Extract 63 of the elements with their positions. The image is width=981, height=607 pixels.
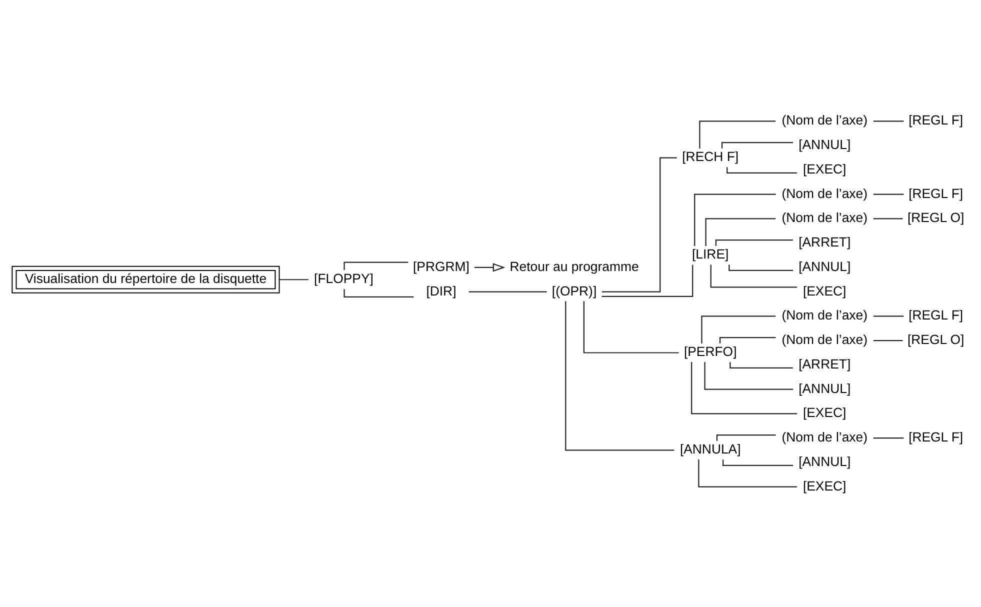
- node-text: (Nom de l’axe): [782, 210, 868, 225]
- arrow: [474, 262, 506, 272]
- connector: [719, 336, 776, 343]
- connector: [344, 288, 414, 297]
- node-text: [ANNUL]: [798, 453, 851, 468]
- node-text: [ANNUL]: [798, 258, 851, 274]
- node-text: [ARRET]: [798, 234, 851, 250]
- node-text: [REGL F]: [908, 307, 964, 322]
- node-text: [REGL F]: [908, 185, 964, 200]
- node-text: [(OPR)]: [552, 282, 597, 298]
- connector: [701, 315, 776, 344]
- node-text: [REGL F]: [908, 112, 964, 128]
- node-text: [FLOPPY]: [314, 270, 374, 286]
- connector: [699, 120, 776, 148]
- connector: [468, 290, 547, 292]
- connector: [726, 166, 797, 174]
- connector: [602, 156, 677, 292]
- node-text: [PRGRM]: [413, 258, 470, 274]
- node-text: [LIRE]: [692, 246, 729, 262]
- node-text: [PERFO]: [684, 344, 737, 359]
- node-text: (Nom de l’axe): [782, 185, 868, 200]
- node-text: Retour au programme: [510, 258, 639, 274]
- node-text: [EXEC]: [802, 160, 846, 176]
- connector: [728, 264, 794, 271]
- node-text: [ARRET]: [798, 356, 851, 371]
- node-text: [REGL F]: [908, 429, 964, 444]
- node-text: [EXEC]: [802, 478, 846, 493]
- connector: [730, 362, 793, 368]
- connector: [602, 264, 694, 296]
- node-text: [ANNUL]: [798, 136, 851, 152]
- connector: [716, 434, 776, 440]
- connector: [704, 361, 794, 390]
- node-text: (Nom de l’axe): [782, 112, 868, 128]
- connector: [873, 437, 904, 438]
- connector: [344, 261, 408, 270]
- node-text: [RECH F]: [682, 148, 739, 164]
- connector: [873, 340, 903, 341]
- connector: [873, 120, 904, 122]
- node-text: [ANNUL]: [798, 380, 851, 396]
- node-text: [REGL O]: [907, 332, 964, 347]
- connector: [722, 459, 794, 466]
- node-text: [ANNULA]: [680, 441, 741, 456]
- node-text: (Nom de l’axe): [782, 307, 868, 322]
- node-text: (Nom de l’axe): [782, 429, 868, 444]
- connector: [873, 218, 903, 219]
- connector: [715, 238, 793, 246]
- connector: [721, 141, 793, 148]
- connector: [873, 315, 904, 316]
- node-text: [REGL O]: [907, 210, 964, 225]
- connector: [698, 458, 797, 487]
- connector: [565, 300, 674, 450]
- node-box: Visualisation du répertoire de la disquette: [12, 265, 280, 293]
- node-text: [DIR]: [426, 282, 456, 298]
- connector: [694, 193, 776, 246]
- connector: [279, 278, 308, 280]
- node-text: [EXEC]: [802, 404, 846, 420]
- connector: [691, 362, 798, 414]
- node-text: (Nom de l’axe): [782, 332, 868, 347]
- connector: [710, 264, 798, 288]
- connector: [705, 218, 776, 246]
- connector: [873, 193, 904, 194]
- node-text: [EXEC]: [802, 282, 846, 298]
- connector: [583, 300, 679, 353]
